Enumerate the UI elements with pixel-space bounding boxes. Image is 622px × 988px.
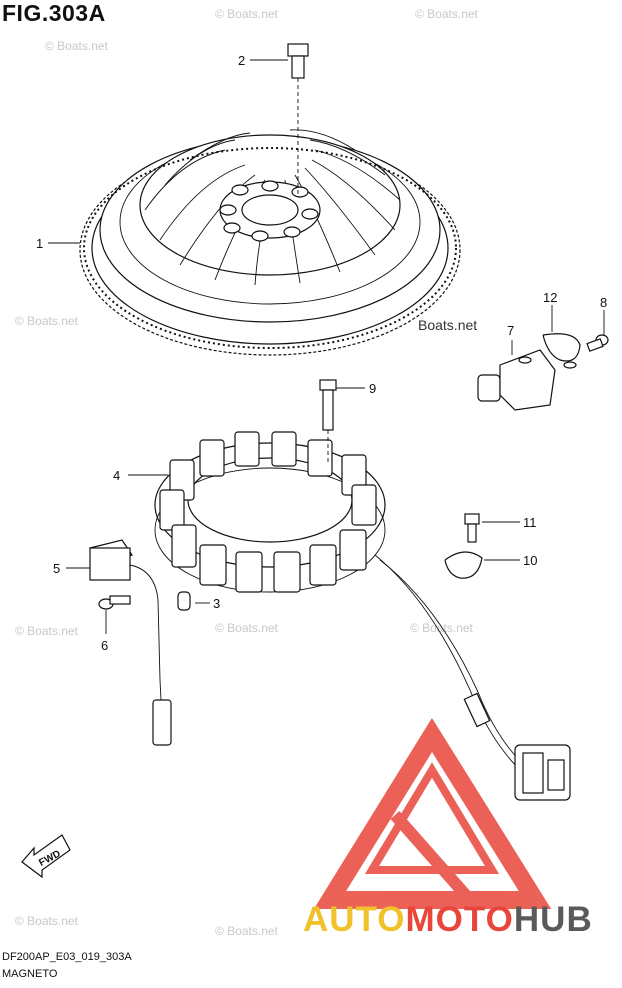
boats-watermark-text: Boats.net xyxy=(418,317,478,333)
watermark: © Boats.net xyxy=(15,914,79,928)
watermark: © Boats.net xyxy=(215,7,279,21)
watermark: © Boats.net xyxy=(45,39,109,53)
callout-8: 8 xyxy=(600,295,607,310)
sensor-clamp xyxy=(542,333,581,369)
figure-title: FIG.303A xyxy=(2,0,106,26)
flywheel-part xyxy=(79,129,461,356)
callout-9: 9 xyxy=(369,381,376,396)
pulser-screw xyxy=(98,595,131,610)
callout-6: 6 xyxy=(101,638,108,653)
watermark: © Boats.net xyxy=(15,314,79,328)
callout-4: 4 xyxy=(113,468,120,483)
diagram-name: MAGNETO xyxy=(2,968,58,980)
callout-2: 2 xyxy=(238,53,245,68)
harness-clamp-bolt xyxy=(464,513,480,543)
fwd-arrow-icon: FWD xyxy=(21,834,71,879)
brand-part-auto: AUTO xyxy=(303,900,406,939)
stator-bolt xyxy=(319,379,337,465)
harness-clamp xyxy=(444,551,483,579)
callouts: 1 2 3 4 5 6 7 8 9 10 11 12 xyxy=(36,53,607,653)
stator-wire-harness xyxy=(374,554,571,801)
watermark: © Boats.net xyxy=(215,621,279,635)
watermark: © Boats.net xyxy=(410,621,474,635)
callout-7: 7 xyxy=(507,323,514,338)
watermark: © Boats.net xyxy=(415,7,479,21)
diagram-code: DF200AP_E03_019_303A xyxy=(2,951,132,963)
watermark: © Boats.net xyxy=(15,624,79,638)
callout-5: 5 xyxy=(53,561,60,576)
pulser-coil xyxy=(89,539,172,746)
brand-logo: AUTOMOTOHUB xyxy=(303,900,593,940)
callout-11: 11 xyxy=(523,515,537,530)
callout-1: 1 xyxy=(36,236,43,251)
sensor-screw xyxy=(586,334,609,352)
position-sensor xyxy=(477,349,556,411)
callout-10: 10 xyxy=(523,553,537,568)
dowel-pin xyxy=(177,591,191,611)
boats-watermark: Boats.net xyxy=(418,317,477,333)
brand-part-hub: HUB xyxy=(513,900,593,939)
stator-part xyxy=(154,431,386,593)
flywheel-bolt xyxy=(287,43,309,195)
brand-part-moto: MOTO xyxy=(405,900,514,939)
brand-triangle-logo xyxy=(313,717,552,909)
callout-12: 12 xyxy=(543,290,557,305)
watermark: © Boats.net xyxy=(215,924,279,938)
callout-3: 3 xyxy=(213,596,220,611)
stator-connector xyxy=(514,744,571,801)
